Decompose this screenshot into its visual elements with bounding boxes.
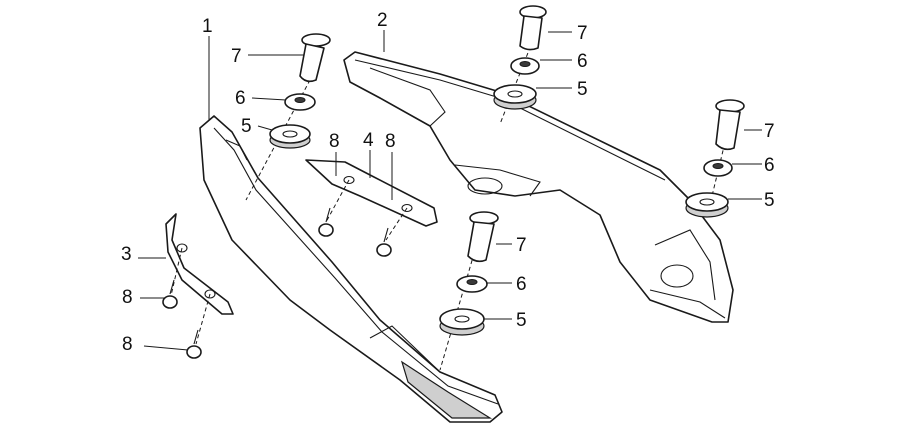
callout-part-5: 5 [577, 79, 588, 100]
grommet-top [493, 84, 537, 110]
grab-rail [343, 51, 734, 323]
callout-part-6: 6 [235, 88, 246, 109]
washer-left [284, 93, 316, 111]
screw-right [715, 99, 745, 151]
callout-part-4: 4 [363, 130, 374, 151]
callout-part-6: 6 [577, 51, 588, 72]
callout-part-7: 7 [764, 121, 775, 142]
callout-part-3: 3 [121, 244, 132, 265]
callout-part-2: 2 [377, 10, 388, 31]
assembly-axes [169, 39, 729, 371]
grommet-right [685, 192, 729, 218]
small-screw [318, 207, 334, 237]
callout-part-5: 5 [764, 190, 775, 211]
callout-part-1: 1 [202, 16, 213, 37]
washer-right [703, 159, 733, 177]
small-screw [376, 227, 392, 257]
callout-part-6: 6 [764, 155, 775, 176]
callout-part-5: 5 [241, 116, 252, 137]
callout-part-6: 6 [516, 274, 527, 295]
screw-left [299, 33, 331, 83]
callout-part-8: 8 [122, 334, 133, 355]
screw-top [519, 5, 547, 51]
callout-part-5: 5 [516, 310, 527, 331]
washer-top [510, 57, 540, 75]
side-plate [165, 213, 234, 315]
leader-lines [138, 30, 762, 351]
callout-part-8: 8 [122, 287, 133, 308]
callout-part-7: 7 [516, 235, 527, 256]
grommet-lower [439, 308, 485, 336]
callout-part-7: 7 [577, 23, 588, 44]
screw-lower [467, 211, 499, 263]
side-trim [199, 115, 503, 423]
grommet-left [269, 124, 311, 149]
callout-part-8: 8 [385, 131, 396, 152]
small-screw [162, 279, 178, 309]
washer-lower [456, 275, 488, 293]
callout-part-7: 7 [231, 46, 242, 67]
callout-part-8: 8 [329, 131, 340, 152]
bracket-plate [305, 159, 438, 227]
small-screw [186, 329, 202, 359]
